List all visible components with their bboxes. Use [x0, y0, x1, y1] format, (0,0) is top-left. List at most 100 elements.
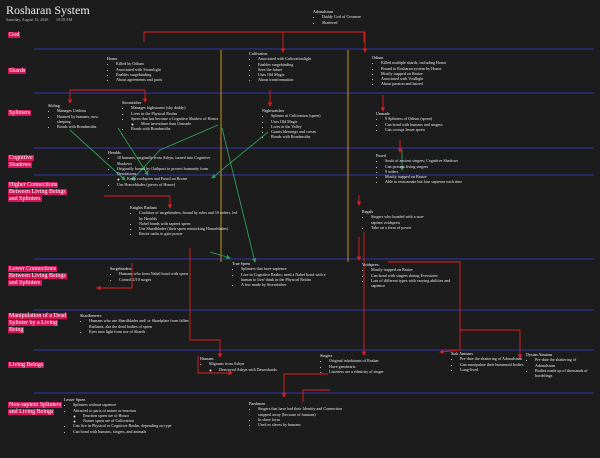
node-item: Used as slaves by humans — [258, 422, 349, 427]
node-title: Lesser Spren — [64, 397, 86, 402]
node-item: Nahel bonds with sapient spren — [139, 221, 240, 226]
red-arrow — [388, 261, 461, 354]
node-item: Mostly trapped on Braize — [385, 174, 488, 179]
node-title: Heralds — [108, 150, 121, 155]
node-title: Knights Radiant — [130, 205, 157, 210]
node-title: Regals — [362, 209, 374, 214]
node-item: Bonds with Bondsmiths — [57, 124, 108, 129]
node-item: Can bond with humans and singers — [385, 122, 480, 127]
node-knights-radiant: Knights Radiant Coalition of surgebinder… — [130, 205, 240, 237]
node-item: Grants blessings and curses — [271, 129, 356, 134]
node-title: Sibling — [48, 103, 60, 108]
tier-label-god: God — [8, 32, 21, 38]
node-item: Attracted to parts of nature or emotion — [73, 408, 174, 413]
tier-label-higher-connections: Higher Connections Between Living Beings… — [8, 182, 67, 203]
tier-label-shards: Shards — [8, 68, 27, 74]
tier-label-lower-connections: Lower Connections Between Living Beings … — [8, 266, 67, 287]
node-item: About transformation — [258, 77, 347, 82]
node-item: Manages highstorms (sky daddy) — [131, 105, 222, 110]
node-item: Mostly trapped on Braize — [381, 71, 484, 76]
node-item: Recite oaths to gain power — [139, 231, 240, 236]
red-arrow — [460, 329, 523, 359]
node-item: Bodies made up of thousands of hordeling… — [535, 368, 596, 379]
node-item: 10 humans, originally from Ashyn, turned… — [117, 155, 222, 166]
node-lesser-spren: Lesser Spren Splinters without sapience … — [64, 397, 174, 434]
node-item: Bonds with Bondsmiths — [131, 126, 222, 131]
node-item: Have gemhearts — [329, 364, 432, 369]
node-item: Splinter of Cultivation (spren) — [271, 113, 356, 118]
node-item: Spren that has become a Cognitive Shadow… — [131, 116, 222, 121]
node-cultivation: Cultivation Associated with Cultivationl… — [249, 51, 347, 83]
node-item: Splinters that have sapience — [241, 266, 328, 271]
green-arrow — [69, 129, 126, 181]
node-stormfather: Stormfather Manages highstorms (sky dadd… — [122, 100, 222, 132]
node-title: Humans — [200, 356, 214, 361]
node-surgebinders: Surgebinders Humans who form Nahel bond … — [110, 266, 194, 282]
node-item: In slave form — [258, 417, 349, 422]
tier-label-manipulation: Manipulation of a Dead Splinter by a Liv… — [8, 313, 68, 334]
node-item: Can manipulate their humanoid bodies — [460, 362, 526, 367]
tier-label-splinters: Splinters — [8, 110, 32, 116]
node-item: Use Shardblades (their spren mimicking H… — [139, 226, 240, 231]
node-item: Control 2/10 surges — [119, 277, 194, 282]
green-arrow — [131, 124, 219, 181]
node-item: A few made by Stormfather — [241, 282, 328, 287]
red-arrow — [197, 356, 233, 376]
node-item: Singers who bonded with a non-sapient vo… — [371, 214, 434, 225]
node-item: Can live in Physical or Cognitive Realm,… — [73, 423, 174, 428]
red-arrow — [67, 89, 145, 104]
node-item: Bound to Rosharan system by Honor — [381, 66, 484, 71]
node-item: Can bond with humans, singers, and anima… — [73, 429, 174, 434]
node-title: Nightwatcher — [262, 108, 285, 113]
node-title: Dysian Aimians — [526, 352, 553, 357]
node-item: Able to reincarnate but lose sapience ea… — [385, 179, 488, 184]
node-item: 9 Splinters of Odium (spren) — [385, 116, 480, 121]
tier-label-non-sapient: Non-sapient Splinters and Living Beings — [8, 402, 63, 416]
red-arrow — [96, 263, 133, 291]
node-subitem: Destroyed Ashyn with Dawnshards — [219, 367, 290, 372]
node-item: Can bond with singers during Everstorm — [371, 273, 460, 278]
node-parshmen: Parshmen Singers that have had their Ide… — [249, 401, 349, 427]
node-fused: Fused Souls of ancient singers; Cognitiv… — [376, 153, 488, 185]
node-item: Uses Old Magic — [271, 119, 356, 124]
node-title: Singers — [320, 353, 333, 358]
node-item: Harmed by humans, now sleeping — [57, 114, 108, 125]
green-arrow — [211, 131, 269, 179]
node-item: Mostly trapped on Braize — [371, 267, 460, 272]
node-item: Migrants from Ashyn — [209, 361, 290, 366]
node-title: Adonalsium — [313, 9, 334, 14]
node-subitem: More investiture than Unmade — [141, 121, 222, 126]
node-item: Live in Cognitive Realm; need a Nahel bo… — [241, 272, 328, 283]
node-item: Manages Urithiru — [57, 108, 108, 113]
node-shardbearers: Shardbearers Humans who use Shardblades … — [80, 313, 190, 334]
node-item: Associated with Cultivationlight — [258, 56, 347, 61]
node-item: Bonds with Bondsmiths — [271, 134, 356, 139]
node-item: Lives in the Valley — [271, 124, 356, 129]
node-dysian-aimians: Dysian Aimians Pre-date the shattering o… — [526, 352, 596, 378]
red-arrow — [302, 389, 330, 402]
node-title: Shardbearers — [80, 313, 102, 318]
node-title: Surgebinders — [110, 266, 132, 271]
node-item: About passion and hatred — [381, 81, 484, 86]
tier-label-living-beings: Living Beings — [8, 362, 45, 368]
node-item: Use Honorblades (pieces of Honor) — [117, 182, 222, 187]
node-unmade: Unmade 9 Splinters of Odium (spren) Can … — [376, 111, 480, 132]
node-item: Splinters without sapience — [73, 402, 174, 407]
node-item: Killed by Odium — [116, 61, 197, 66]
node-item: Pre-date the shattering of Adonalsium — [535, 357, 596, 368]
node-title: Siah Aimians — [451, 351, 473, 356]
node-item: Killed multiple shards, including Honor — [381, 60, 484, 65]
node-heralds: Heralds 10 humans, originally from Ashyn… — [108, 150, 222, 187]
node-title: Cultivation — [249, 51, 268, 56]
node-item: Take on a form of power — [371, 225, 434, 230]
node-item: Original inhabitants of Roshar — [329, 358, 432, 363]
page-time: 10:58 AM — [56, 17, 73, 22]
node-item: Long-lived — [460, 367, 526, 372]
node-item: 9 orders — [385, 169, 488, 174]
node-item: Associated with Stormlight — [116, 67, 197, 72]
node-true-spren: True Spren Splinters that have sapience … — [232, 261, 328, 287]
node-odium: Odium Killed multiple shards, including … — [372, 55, 484, 87]
node-item: Humans who use Shardblades and/ or Shard… — [89, 318, 190, 329]
node-item: Sees the future — [258, 67, 347, 72]
